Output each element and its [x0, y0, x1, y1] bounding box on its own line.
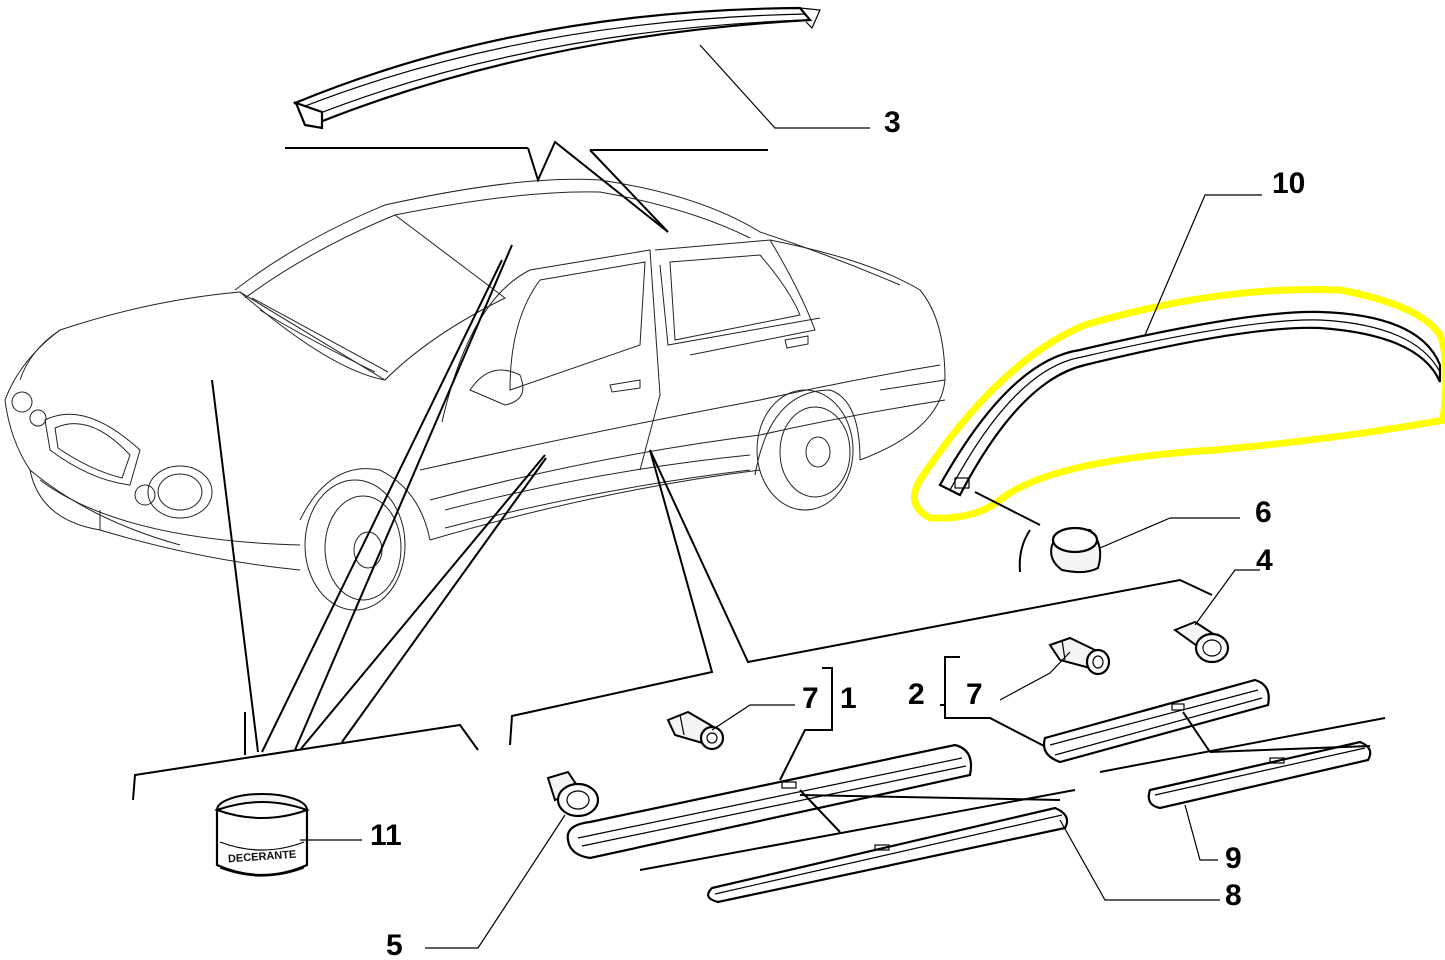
leader-3 — [699, 44, 870, 129]
callout-10: 10 — [1272, 167, 1305, 200]
callout-3: 3 — [884, 106, 901, 139]
callout-4: 4 — [1256, 544, 1273, 577]
front-adhesive-strip — [707, 806, 1069, 904]
front-door-molding — [566, 743, 1061, 860]
degreaser-can: DECERANTE — [214, 793, 310, 877]
car-leader-lines — [132, 244, 1213, 801]
callout-2: 2 — [908, 678, 925, 711]
divider-line-upper — [1099, 717, 1386, 773]
bracket-2 — [940, 656, 1049, 749]
rear-door-molding — [1042, 678, 1270, 764]
callout-1: 1 — [840, 682, 857, 715]
rear-adhesive-strip — [1147, 740, 1372, 810]
divider-line-lower — [639, 789, 1076, 871]
callout-7-upper: 7 — [966, 678, 983, 711]
fastener-7-lower — [666, 710, 725, 751]
callout-7-lower: 7 — [802, 682, 819, 715]
leader-8 — [1059, 819, 1220, 901]
car-outline — [4, 178, 946, 611]
callout-6: 6 — [1255, 496, 1272, 529]
callout-5: 5 — [386, 929, 403, 960]
leader-7-lower — [711, 704, 795, 731]
roof-bracket — [285, 140, 768, 233]
clip-6 — [974, 491, 1102, 574]
callout-8: 8 — [1225, 879, 1242, 912]
highlight-outline — [910, 285, 1445, 522]
wheel-arch-molding — [938, 310, 1442, 497]
fastener-7-upper — [1048, 636, 1111, 676]
bracket-1 — [779, 667, 833, 781]
can-label: DECERANTE — [228, 849, 297, 866]
clip-5 — [546, 770, 600, 818]
leader-9 — [1184, 804, 1218, 861]
roof-molding-strip — [292, 6, 821, 130]
leader-5 — [425, 814, 566, 949]
leader-4 — [1194, 569, 1260, 626]
leader-7-upper — [999, 651, 1071, 701]
leader-6 — [1099, 517, 1171, 549]
leader-10 — [1144, 194, 1262, 336]
callout-9: 9 — [1225, 842, 1242, 875]
callout-11: 11 — [370, 819, 402, 852]
push-clip-4 — [1172, 620, 1230, 664]
